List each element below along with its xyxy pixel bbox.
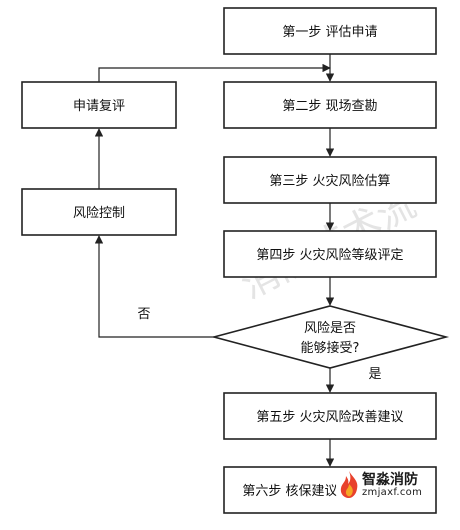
step5-label: 第五步 火灾风险改善建议 (256, 409, 403, 425)
step3-label: 第三步 火灾风险估算 (269, 173, 390, 189)
step6-label: 第六步 核保建议 (242, 484, 337, 499)
connector-decision-control (94, 235, 214, 338)
step2-box (223, 81, 437, 129)
step3-box (223, 156, 437, 204)
decision-label-line2: 能够接受? (301, 340, 360, 356)
control-box (21, 188, 177, 236)
step1-label: 第一步 评估申请 (282, 25, 377, 40)
decision-diamond (210, 305, 450, 369)
step4-label: 第四步 火灾风险等级评定 (256, 247, 403, 263)
review-label: 申请复评 (73, 99, 125, 114)
logo-url: zmjaxf.com (362, 487, 423, 498)
review-box (21, 81, 177, 129)
edge-label-yes: 是 (368, 367, 381, 382)
site-logo: 智淼消防 zmjaxf.com (336, 468, 426, 504)
step2-label: 第二步 现场查勘 (282, 99, 377, 114)
flame-logo-icon (340, 471, 358, 498)
edge-label-no: 否 (137, 307, 150, 322)
decision-label-line1: 风险是否 (304, 321, 356, 336)
step1-box (223, 7, 437, 55)
connector-review-step2 (98, 63, 331, 82)
control-label: 风险控制 (73, 206, 125, 221)
logo-name: 智淼消防 (362, 472, 418, 488)
